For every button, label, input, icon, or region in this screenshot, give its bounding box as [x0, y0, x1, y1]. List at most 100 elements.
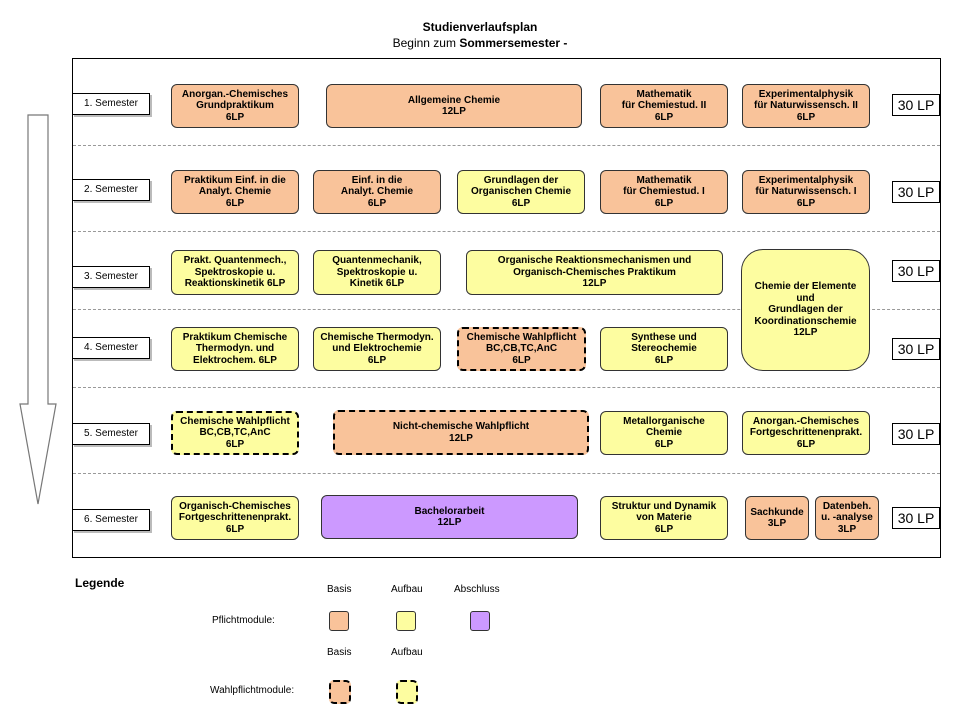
module-text: Praktikum Einf. in die	[184, 174, 286, 186]
module-text: BC,CB,TC,AnC	[199, 427, 271, 439]
module-text: Grundpraktikum	[196, 100, 274, 112]
semester-credits: 30 LP	[892, 507, 940, 529]
module-text: 6LP	[512, 354, 531, 366]
module-text: Organische Reaktionsmechanismen und	[497, 255, 692, 267]
legend-swatch-wahl-basis	[329, 680, 351, 704]
module-text: 6LP	[796, 438, 816, 450]
semester-credits: 30 LP	[892, 94, 940, 116]
module-text: 6LP	[654, 111, 674, 123]
module-text: Fortgeschrittenenprakt.	[749, 427, 863, 439]
module-text: 6LP	[796, 111, 816, 123]
semester-credits: 30 LP	[892, 181, 940, 203]
module-text: Chemie	[645, 427, 683, 439]
legend-pflicht-label: Pflichtmodule:	[212, 615, 275, 626]
module-text: 12LP	[437, 517, 462, 528]
legend-basis-label: Basis	[327, 647, 352, 658]
module-text: 6LP	[367, 197, 387, 209]
module-text: Synthese und	[631, 331, 697, 343]
module-text: 6LP	[225, 111, 245, 123]
module-text: BC,CB,TC,AnC	[485, 343, 558, 355]
legend-abschluss-label: Abschluss	[454, 584, 500, 595]
module-text: 3LP	[837, 523, 857, 535]
module-text: Chemische Wahlpflicht	[466, 331, 577, 343]
legend-aufbau-label: Aufbau	[391, 584, 423, 595]
module-text: 6LP	[654, 438, 674, 450]
module-text: 6LP	[654, 523, 674, 535]
module-text: Allgemeine Chemie	[407, 94, 501, 106]
module-text: Thermodyn. und	[195, 343, 275, 355]
module-text: Experimentalphysik	[758, 88, 854, 100]
module-text: Analyt. Chemie	[340, 186, 414, 198]
row-divider	[73, 231, 940, 232]
legend-swatch-abschluss	[470, 611, 490, 631]
module-text: Prakt. Quantenmech.,	[183, 255, 287, 267]
legend-aufbau-label: Aufbau	[391, 647, 423, 658]
module-text: 12LP	[582, 278, 607, 290]
module-text: 6LP	[511, 197, 531, 209]
module-text: 6LP	[654, 197, 674, 209]
module-text: und Elektrochemie	[332, 343, 422, 355]
module-text: Mathematik	[636, 88, 692, 100]
row-divider	[73, 309, 940, 310]
module-text: Grundlagen der	[483, 174, 559, 186]
row-divider	[73, 473, 940, 474]
module-text: 12LP	[442, 106, 466, 117]
module-text: Anorgan.-Chemisches	[181, 88, 289, 100]
module-text: Experimentalphysik	[758, 174, 854, 186]
module-text: Organischen Chemie	[470, 186, 572, 198]
module-text: 6LP	[654, 354, 674, 366]
semester-label: 4. Semester	[72, 337, 150, 359]
arrow-down-icon	[19, 114, 57, 505]
module-text: u. -analyse	[821, 512, 873, 524]
module-text: Koordinationschemie	[754, 315, 857, 327]
module-text: Chemie der Elemente	[754, 281, 857, 293]
module-text: Mathematik	[636, 174, 692, 186]
semester-label: 2. Semester	[72, 179, 150, 201]
module-text: Analyt. Chemie	[198, 186, 272, 198]
module-text: Elektrochem. 6LP	[193, 354, 277, 366]
module-box: Quantenmechanik,Spektroskopie u.Kinetik …	[313, 250, 441, 295]
module-text: Spektroskopie u.	[336, 266, 418, 278]
module-text: Organisch-Chemisches Praktikum	[513, 266, 676, 278]
module-box: Prakt. Quantenmech.,Spektroskopie u.Reak…	[171, 250, 299, 295]
module-text: Datenbeh.	[822, 500, 872, 512]
module-text: Metallorganische	[623, 415, 705, 427]
module-text: 6LP	[796, 197, 816, 209]
module-text: Grundlagen der	[768, 304, 843, 316]
module-text: 12LP	[793, 327, 818, 339]
module-text: Kinetik 6LP	[349, 278, 405, 290]
semester-label: 5. Semester	[72, 423, 150, 445]
module-text: für Naturwissensch. I	[755, 186, 857, 198]
legend-wahlpflicht-label: Wahlpflichtmodule:	[210, 685, 295, 696]
module-text: Struktur und Dynamik	[611, 500, 717, 512]
module-text: Nicht-chemische Wahlpflicht	[392, 421, 530, 432]
legend-basis-label: Basis	[327, 584, 352, 595]
module-text: 6LP	[225, 197, 245, 209]
module-text: Organisch-Chemisches	[179, 500, 291, 512]
module-text: 12LP	[449, 432, 473, 444]
row-divider	[73, 145, 940, 146]
module-text: für Chemiestud. I	[623, 186, 705, 198]
row-divider	[73, 387, 940, 388]
module-text: Praktikum Chemische	[182, 331, 288, 343]
semester-label: 6. Semester	[72, 509, 150, 531]
